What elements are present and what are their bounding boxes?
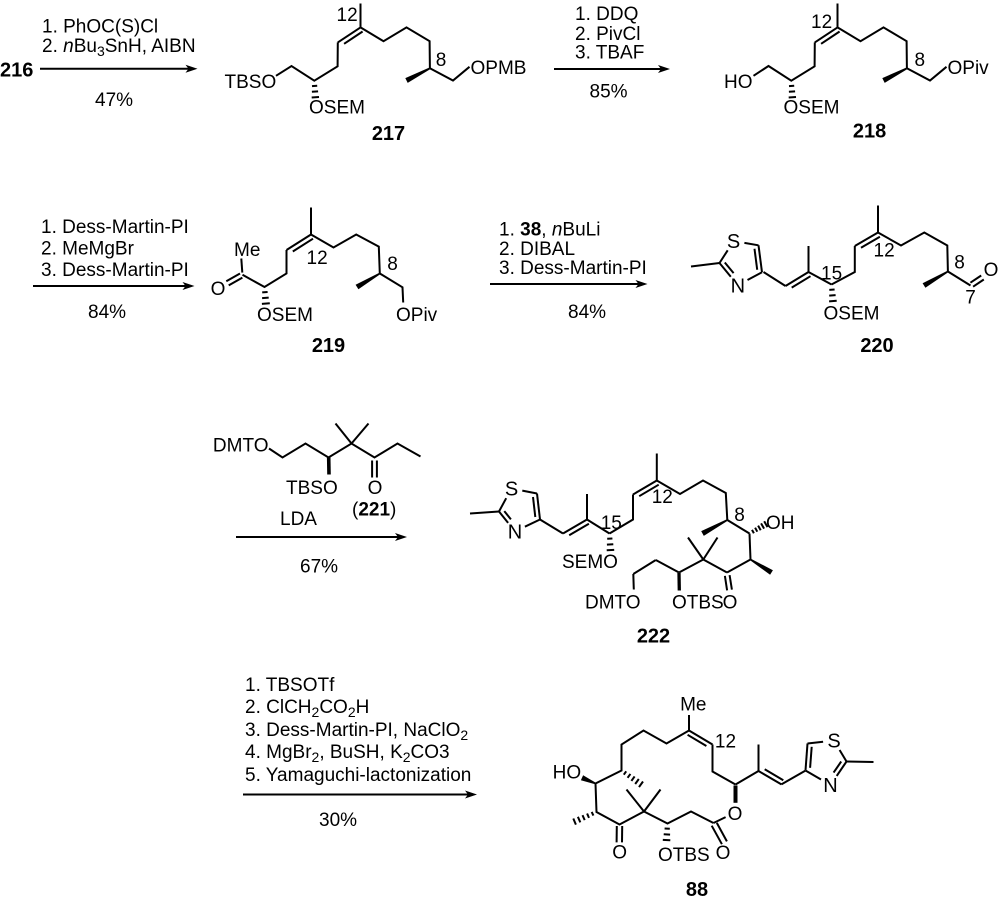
svg-text:12: 12 — [874, 240, 895, 261]
svg-text:3. Dess-Martin-PI: 3. Dess-Martin-PI — [499, 258, 647, 279]
svg-text:8: 8 — [436, 50, 447, 71]
svg-text:30%: 30% — [319, 810, 357, 831]
svg-text:8: 8 — [954, 253, 965, 274]
svg-text:HO: HO — [724, 72, 753, 93]
svg-text:15: 15 — [821, 263, 842, 284]
svg-text:2. nBu3SnH, AIBN: 2. nBu3SnH, AIBN — [42, 36, 196, 59]
svg-text:O: O — [612, 843, 627, 864]
svg-text:222: 222 — [637, 626, 670, 648]
svg-text:OSEM: OSEM — [257, 305, 313, 326]
svg-text:5. Yamaguchi-lactonization: 5. Yamaguchi-lactonization — [245, 765, 471, 786]
svg-text:220: 220 — [860, 335, 893, 357]
svg-text:12: 12 — [652, 487, 673, 508]
svg-text:12: 12 — [715, 732, 736, 753]
svg-text:1. PhOC(S)Cl: 1. PhOC(S)Cl — [42, 17, 158, 38]
svg-text:8: 8 — [734, 505, 745, 526]
svg-text:2. DIBAL: 2. DIBAL — [499, 239, 575, 260]
svg-text:OPiv: OPiv — [396, 305, 438, 326]
svg-text:12: 12 — [307, 248, 328, 269]
svg-text:1. 38, nBuLi: 1. 38, nBuLi — [499, 220, 600, 241]
svg-text:1. Dess-Martin-PI: 1. Dess-Martin-PI — [41, 217, 189, 238]
svg-text:S: S — [727, 231, 740, 253]
svg-text:67%: 67% — [300, 557, 338, 578]
svg-text:3. Dess-Martin-PI: 3. Dess-Martin-PI — [41, 260, 189, 281]
svg-text:219: 219 — [312, 335, 345, 357]
svg-text:85%: 85% — [590, 82, 628, 103]
svg-text:O: O — [368, 478, 383, 499]
svg-text:15: 15 — [601, 513, 622, 534]
svg-text:O: O — [728, 804, 743, 825]
svg-text:N: N — [508, 522, 522, 544]
svg-text:S: S — [505, 479, 518, 501]
svg-text:47%: 47% — [95, 90, 133, 111]
svg-text:OTBS: OTBS — [672, 593, 724, 614]
svg-text:DMTO: DMTO — [213, 436, 269, 457]
svg-text:N: N — [731, 275, 745, 297]
svg-text:SEMO: SEMO — [562, 552, 618, 573]
svg-text:2. MeMgBr: 2. MeMgBr — [41, 239, 135, 260]
svg-text:4. MgBr2, BuSH, K2CO3: 4. MgBr2, BuSH, K2CO3 — [245, 742, 450, 765]
svg-text:TBSO: TBSO — [286, 478, 338, 499]
svg-text:N: N — [823, 775, 837, 797]
svg-text:218: 218 — [853, 120, 886, 142]
svg-text:O: O — [211, 279, 226, 300]
svg-text:8: 8 — [915, 50, 926, 71]
svg-text:O: O — [984, 260, 999, 281]
svg-text:1. TBSOTf: 1. TBSOTf — [245, 675, 335, 696]
svg-text:7: 7 — [965, 288, 976, 309]
svg-text:OTBS: OTBS — [658, 845, 710, 866]
svg-text:217: 217 — [372, 123, 405, 145]
svg-text:216: 216 — [0, 60, 33, 82]
svg-text:1. DDQ: 1. DDQ — [575, 4, 638, 25]
svg-text:2. ClCH2CO2H: 2. ClCH2CO2H — [245, 697, 369, 720]
svg-text:12: 12 — [337, 5, 358, 26]
svg-text:12: 12 — [811, 12, 832, 33]
svg-text:84%: 84% — [88, 302, 126, 323]
svg-text:HO: HO — [553, 763, 582, 784]
svg-text:OH: OH — [766, 513, 795, 534]
svg-text:S: S — [827, 731, 840, 753]
svg-text:3. Dess-Martin-PI, NaClO2: 3. Dess-Martin-PI, NaClO2 — [245, 720, 468, 743]
svg-text:DMTO: DMTO — [585, 593, 641, 614]
svg-text:OSEM: OSEM — [784, 98, 840, 119]
svg-text:OSEM: OSEM — [824, 304, 880, 325]
svg-text:OPiv: OPiv — [948, 58, 990, 79]
svg-text:O: O — [723, 593, 738, 614]
svg-text:OPMB: OPMB — [471, 58, 527, 79]
svg-text:8: 8 — [387, 254, 398, 275]
svg-text:OSEM: OSEM — [309, 98, 365, 119]
svg-text:TBSO: TBSO — [225, 72, 277, 93]
svg-text:2. PivCl: 2. PivCl — [575, 24, 640, 45]
svg-text:(221): (221) — [352, 500, 396, 521]
svg-text:3. TBAF: 3. TBAF — [575, 43, 644, 64]
svg-text:O: O — [716, 843, 731, 864]
svg-text:LDA: LDA — [280, 509, 317, 530]
svg-text:Me: Me — [234, 240, 260, 261]
svg-text:84%: 84% — [568, 302, 606, 323]
svg-text:Me: Me — [680, 695, 706, 716]
svg-text:88: 88 — [686, 879, 708, 898]
